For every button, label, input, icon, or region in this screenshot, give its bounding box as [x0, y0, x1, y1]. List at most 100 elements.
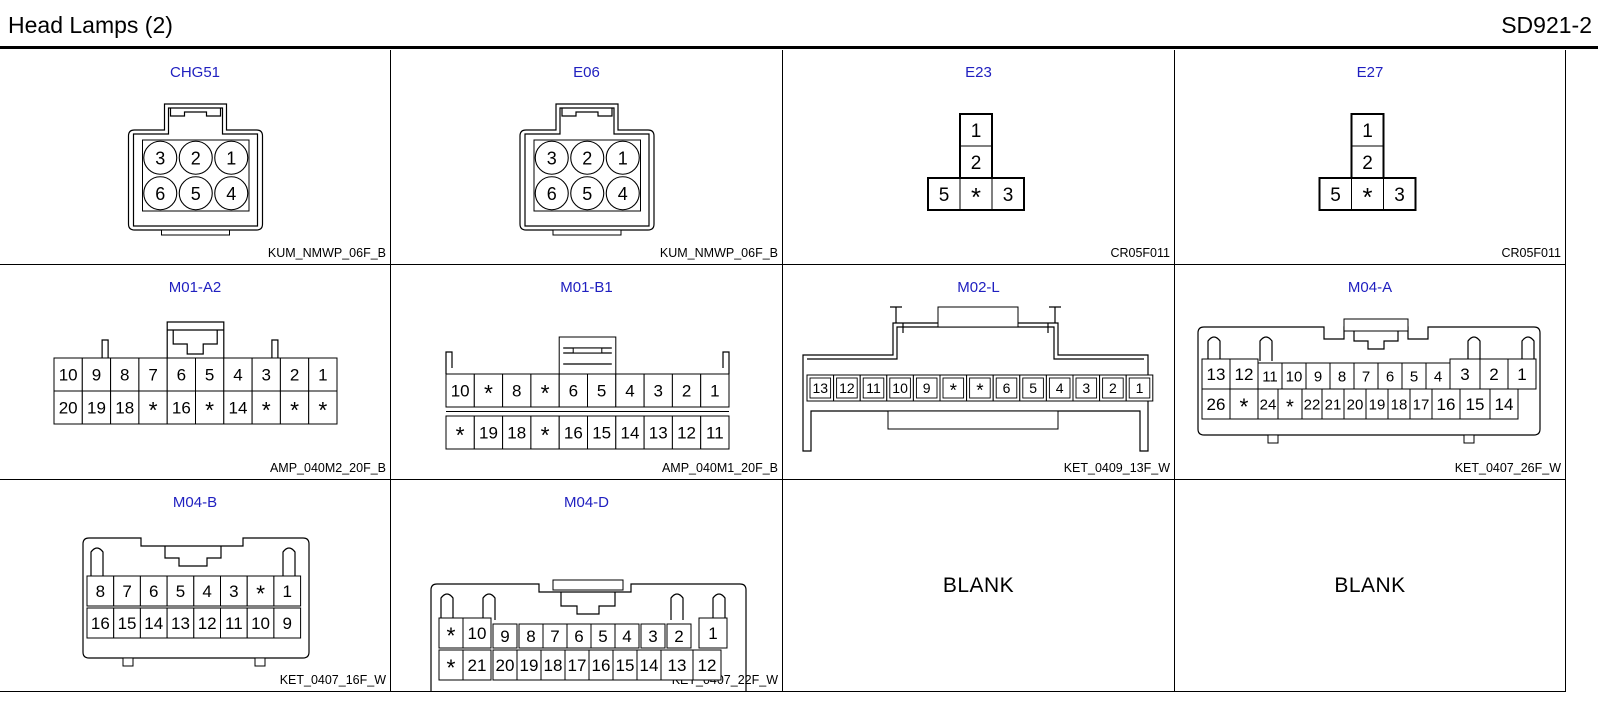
connector-pin: 4	[193, 575, 222, 607]
pin-cell	[246, 607, 275, 639]
pin-cell	[1305, 362, 1331, 390]
pin-number: 2	[1362, 153, 1373, 174]
guide-post	[1467, 336, 1481, 361]
pin-cell	[53, 390, 83, 425]
housing-bottom-rib	[1463, 434, 1475, 444]
latch	[561, 108, 613, 117]
connector-pin: *	[138, 390, 168, 425]
pin-cell	[671, 415, 702, 450]
housing-outline	[1350, 113, 1385, 178]
pin-cell	[666, 623, 692, 649]
pin-cell	[1507, 358, 1537, 390]
pin-number: 13	[668, 656, 687, 675]
housing-bottom-rib	[254, 657, 266, 667]
pin-cell	[195, 357, 225, 392]
connector-pin: 8	[518, 623, 544, 649]
connector-pin: 6	[534, 176, 569, 211]
connector-pin: 13	[806, 374, 835, 402]
pin-cell	[530, 373, 560, 408]
pin-terminal-box	[1075, 377, 1098, 399]
pin-number: 15	[616, 656, 635, 675]
pin-terminal-box	[995, 377, 1018, 399]
connector-pin: *	[438, 617, 464, 649]
connector-pin: 5	[570, 176, 605, 211]
pin-number: 20	[1347, 396, 1364, 413]
pin-number: 1	[708, 624, 717, 643]
pin-number: *	[318, 397, 327, 423]
connector-pin: 20	[53, 390, 83, 425]
pin-cell	[959, 145, 993, 179]
guide-post	[712, 593, 726, 620]
connector-pin: 1	[214, 140, 249, 175]
pin-number: 8	[96, 582, 105, 601]
connector-type: AMP_040M1_20F_B	[661, 461, 778, 475]
pin-cell	[1351, 113, 1384, 147]
pin-cell	[1201, 388, 1231, 420]
connector-pin: 7	[138, 357, 168, 392]
pin-circle	[570, 176, 605, 211]
pin-number: 14	[144, 614, 163, 633]
connector-pin: *	[530, 373, 560, 408]
connector-pin: 10	[445, 373, 475, 408]
connector-pin: 24	[1257, 388, 1279, 420]
connector-pin: 11	[220, 607, 248, 639]
pin-cell	[636, 649, 662, 681]
connector-pin: 16	[558, 415, 588, 450]
pin-number: 12	[698, 656, 717, 675]
pin-cell	[912, 374, 941, 402]
pin-cell	[1229, 388, 1259, 420]
pin-cell	[530, 415, 560, 450]
pin-cell	[516, 649, 542, 681]
blank-label: BLANK	[1334, 573, 1406, 597]
pin-number: *	[290, 397, 299, 423]
connector-type: KET_0409_13F_W	[1063, 461, 1170, 475]
connector-pin: 6	[139, 575, 168, 607]
pin-cell	[53, 357, 83, 392]
pin-number: 7	[1362, 368, 1370, 385]
pin-number: 12	[839, 380, 855, 396]
housing-outline	[127, 103, 264, 231]
connector-name: M04-D	[563, 494, 609, 511]
connector-pin: 9	[1305, 362, 1331, 390]
pin-number: 6	[574, 627, 583, 646]
pin-number: 2	[1109, 380, 1117, 396]
latch	[164, 546, 222, 567]
connector-pin: 3	[1449, 358, 1481, 390]
blank-label: BLANK	[942, 573, 1015, 597]
pin-cell	[110, 390, 140, 425]
connector-pin: 5	[178, 176, 213, 211]
connector-pin: 6	[566, 623, 592, 649]
connector-pin: 4	[1425, 362, 1451, 390]
pin-number: 20	[59, 399, 78, 418]
pin-number: 3	[1394, 185, 1405, 206]
connector-pin: 2	[666, 623, 692, 649]
pin-number: 6	[149, 582, 158, 601]
housing-inner-outline	[524, 107, 650, 227]
pin-cell	[308, 390, 338, 425]
pin-number: 5	[176, 582, 185, 601]
pin-cell	[279, 357, 310, 392]
connector-pin: 16	[166, 390, 196, 425]
connector-pin: 14	[1489, 388, 1519, 420]
connector-pin: 8	[1329, 362, 1355, 390]
connector-pin: 7	[1353, 362, 1379, 390]
pin-number: 22	[1304, 396, 1321, 413]
pin-number: 8	[1338, 368, 1346, 385]
connector-pin: 4	[223, 357, 253, 392]
pin-number: *	[149, 397, 158, 423]
pin-cell	[166, 575, 195, 607]
connector-pin: 2	[279, 357, 310, 392]
connector-pin: *	[473, 373, 504, 408]
pin-cell	[166, 607, 195, 639]
pin-number: 6	[1003, 380, 1011, 396]
blank-cell: BLANK	[783, 480, 1175, 692]
pin-number: 4	[625, 382, 634, 401]
housing-outline	[1318, 177, 1417, 211]
pin-number: 10	[451, 382, 470, 401]
connector-pin: 2	[959, 145, 993, 179]
connector-pin: 13	[166, 607, 195, 639]
